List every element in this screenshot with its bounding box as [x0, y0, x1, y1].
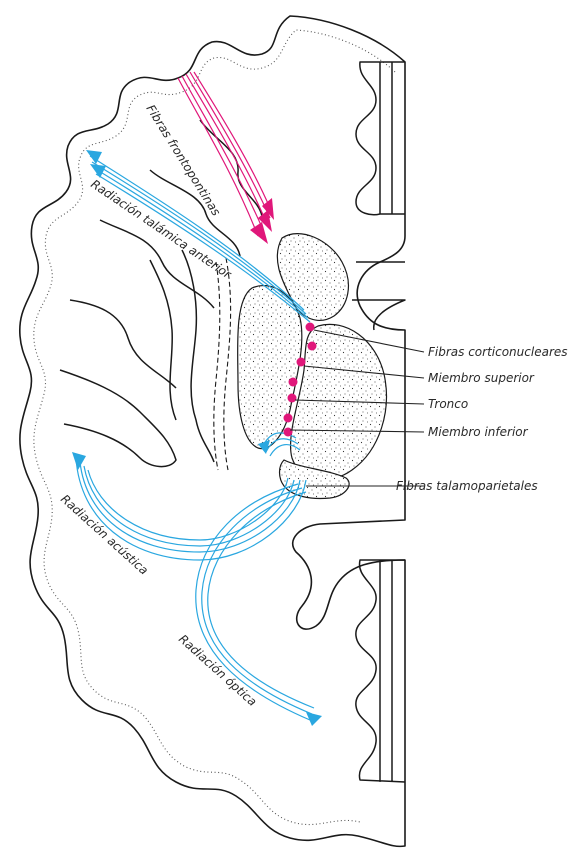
label-corticonuclear: Fibras corticonucleares [428, 345, 568, 359]
label-thalamoparietal: Fibras talamoparietales [396, 479, 538, 493]
label-trunk: Tronco [428, 397, 468, 411]
dot-upper-limb-2 [289, 378, 298, 387]
dot-trunk [288, 394, 297, 403]
dot-corticonuclear [306, 323, 315, 332]
dot-lower-limb-2 [284, 428, 293, 437]
dot-lower-limb [284, 414, 293, 423]
label-upper-limb: Miembro superior [428, 371, 535, 385]
label-lower-limb: Miembro inferior [428, 425, 529, 439]
dot-upper-limb [297, 358, 306, 367]
dot-corticonuclear-2 [308, 342, 317, 351]
